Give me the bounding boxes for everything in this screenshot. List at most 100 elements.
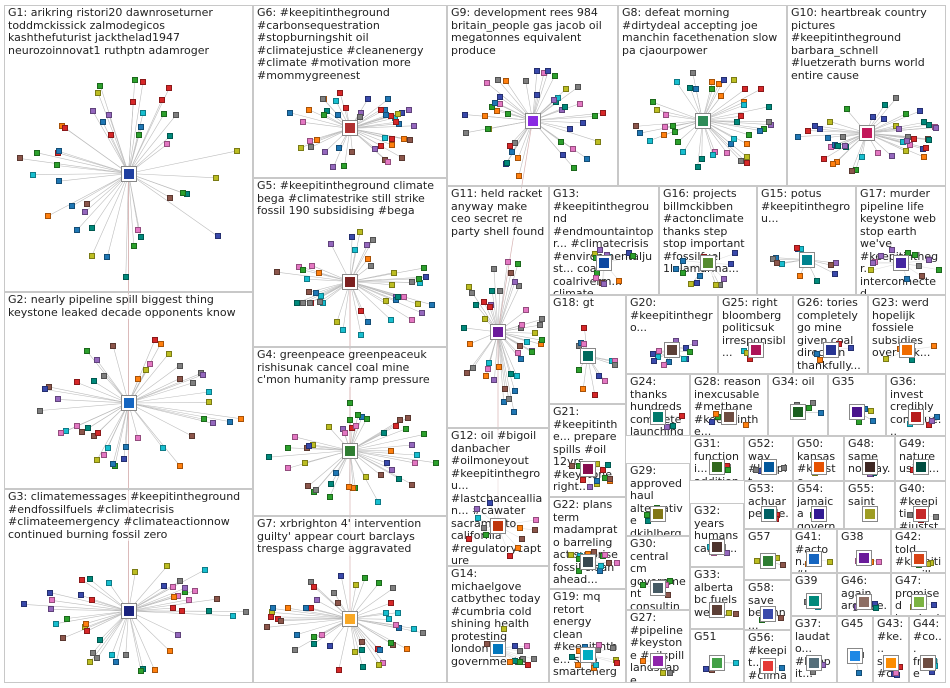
graph-node[interactable] [89,597,95,603]
graph-node[interactable] [285,465,291,471]
graph-node[interactable] [304,276,310,282]
hub-node[interactable] [894,256,908,270]
graph-node[interactable] [177,578,183,584]
graph-node[interactable] [333,470,339,476]
graph-node[interactable] [597,568,603,574]
graph-node[interactable] [132,77,138,83]
graph-node[interactable] [545,68,551,74]
hub-node[interactable] [651,507,665,521]
graph-node[interactable] [524,339,530,345]
graph-node[interactable] [140,110,146,116]
graph-node[interactable] [835,143,841,149]
graph-node[interactable] [511,409,517,415]
graph-node[interactable] [106,112,112,118]
hub-node[interactable] [651,654,665,668]
graph-node[interactable] [385,96,391,102]
graph-node[interactable] [370,237,376,243]
graph-node[interactable] [584,156,590,162]
graph-node[interactable] [830,161,836,167]
graph-node[interactable] [524,643,530,649]
graph-node[interactable] [734,119,740,125]
graph-node[interactable] [306,107,312,113]
graph-node[interactable] [337,90,343,96]
graph-node[interactable] [473,302,479,308]
graph-node[interactable] [306,443,312,449]
graph-node[interactable] [483,373,489,379]
graph-node[interactable] [665,592,671,598]
graph-node[interactable] [177,363,183,369]
graph-node[interactable] [512,388,518,394]
graph-node[interactable] [167,195,173,201]
graph-node[interactable] [690,70,696,76]
graph-node[interactable] [411,626,417,632]
hub-node[interactable] [812,460,826,474]
graph-node[interactable] [30,172,36,178]
graph-node[interactable] [365,256,371,262]
graph-node[interactable] [320,96,326,102]
hub-node[interactable] [848,649,862,663]
graph-node[interactable] [926,122,932,128]
graph-node[interactable] [672,129,678,135]
graph-node[interactable] [664,424,670,430]
graph-node[interactable] [421,431,427,437]
graph-node[interactable] [335,600,341,606]
graph-node[interactable] [506,396,512,402]
graph-node[interactable] [505,259,511,265]
graph-node[interactable] [904,276,910,282]
graph-node[interactable] [828,262,834,268]
graph-node[interactable] [889,247,895,253]
graph-node[interactable] [485,126,491,132]
graph-node[interactable] [214,596,220,602]
graph-node[interactable] [596,373,602,379]
graph-node[interactable] [878,253,884,259]
graph-node[interactable] [336,145,342,151]
graph-node[interactable] [298,145,304,151]
group-panel-g12[interactable]: G12: oil #bigoil danbacher #oilmoneyout … [447,428,549,566]
graph-node[interactable] [733,660,739,666]
graph-node[interactable] [357,114,363,120]
graph-node[interactable] [74,423,80,429]
graph-node[interactable] [74,379,80,385]
graph-node[interactable] [754,558,760,564]
hub-node[interactable] [761,554,775,568]
graph-node[interactable] [743,422,749,428]
group-panel-g26[interactable]: G26: tories completely go mine given coa… [793,295,868,374]
graph-node[interactable] [311,584,317,590]
graph-node[interactable] [598,563,604,569]
graph-node[interactable] [630,253,636,259]
graph-node[interactable] [533,517,539,523]
graph-node[interactable] [238,416,244,422]
graph-node[interactable] [512,279,518,285]
graph-node[interactable] [319,632,325,638]
graph-node[interactable] [170,605,176,611]
hub-node[interactable] [850,405,864,419]
graph-node[interactable] [602,378,608,384]
graph-node[interactable] [912,252,918,258]
graph-node[interactable] [84,628,90,634]
graph-node[interactable] [660,670,666,676]
hub-node[interactable] [581,648,595,662]
hub-node[interactable] [701,256,715,270]
graph-node[interactable] [931,602,937,608]
group-panel-g54[interactable]: G54: jamaica govern... [793,481,844,529]
graph-node[interactable] [78,592,84,598]
hub-node[interactable] [761,607,775,621]
graph-node[interactable] [314,597,320,603]
graph-node[interactable] [487,500,493,506]
graph-node[interactable] [308,144,314,150]
group-panel-g36[interactable]: G36: invest credibly continue... [886,374,946,436]
graph-node[interactable] [744,160,750,166]
graph-node[interactable] [421,265,427,271]
hub-node[interactable] [884,656,898,670]
graph-node[interactable] [79,429,85,435]
hub-node[interactable] [812,507,826,521]
graph-node[interactable] [135,227,141,233]
graph-node[interactable] [362,575,368,581]
graph-node[interactable] [612,362,618,368]
graph-node[interactable] [62,125,68,131]
graph-node[interactable] [227,419,233,425]
graph-node[interactable] [409,482,415,488]
group-panel-g1[interactable]: G1: arikring ristori20 dawnroseturner to… [4,5,253,292]
graph-node[interactable] [797,273,803,279]
graph-node[interactable] [303,605,309,611]
